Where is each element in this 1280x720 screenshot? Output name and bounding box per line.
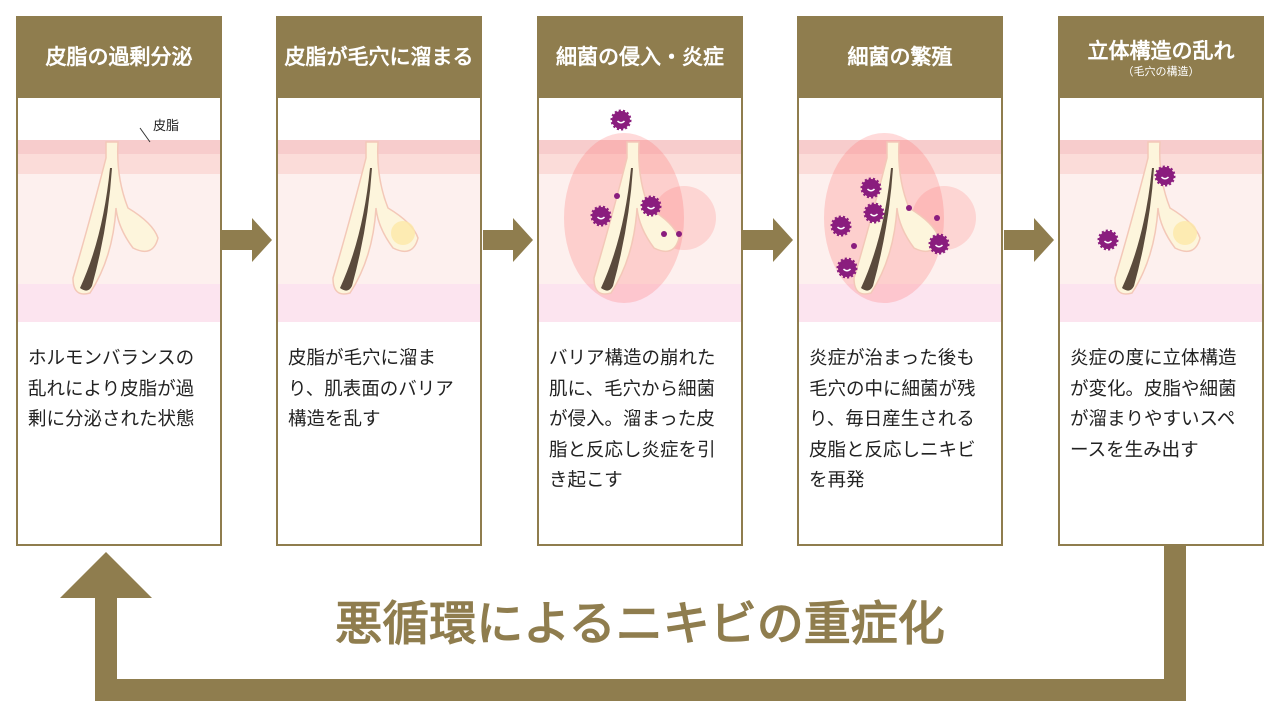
- next-arrow-icon: [222, 218, 272, 262]
- bacteria-icon: [640, 195, 662, 217]
- step-title: 細菌の侵入・炎症: [539, 18, 741, 98]
- next-arrow-icon: [1004, 218, 1054, 262]
- step-description: ホルモンバランスの乱れにより皮脂が過剰に分泌された状態: [28, 348, 195, 431]
- next-arrow-icon: [743, 218, 793, 262]
- bacteria-icon: [1097, 229, 1119, 251]
- bacteria-icon: [928, 233, 950, 255]
- next-arrow-icon: [483, 218, 533, 262]
- bacteria-icon: [1154, 165, 1176, 187]
- step-panel-3: 細菌の侵入・炎症 バリア構造の崩れた肌に、毛穴から細菌が侵入。溜まった皮脂と反応…: [537, 16, 743, 546]
- step-description: 炎症が治まった後も毛穴の中に細菌が残り、毎日産生される皮脂と反応しニキビを再発: [809, 348, 976, 492]
- bacteria-icon: [610, 109, 632, 131]
- bacteria-icon: [590, 205, 612, 227]
- bacteria-icon: [830, 215, 852, 237]
- step-description: バリア構造の崩れた肌に、毛穴から細菌が侵入。溜まった皮脂と反応し炎症を引き起こす: [549, 348, 716, 492]
- skin-pore-illustration: 皮脂: [18, 119, 220, 322]
- sebum-label: 皮脂: [153, 119, 179, 134]
- skin-pore-illustration: [278, 140, 480, 322]
- step-title: 皮脂が毛穴に溜まる: [278, 18, 480, 98]
- step-description: 炎症の度に立体構造が変化。皮脂や細菌が溜まりやすいスペースを生み出す: [1070, 348, 1237, 461]
- step-title: 皮脂の過剰分泌: [18, 18, 220, 98]
- step-panel-2: 皮脂が毛穴に溜まる 皮脂が毛穴に溜まり、肌表面のバリア構造を乱す: [276, 16, 482, 546]
- bacteria-icon: [836, 257, 858, 279]
- cycle-title: 悪循環によるニキビの重症化: [335, 597, 945, 652]
- skin-pore-illustration: [1060, 140, 1262, 322]
- step-title: 細菌の繁殖: [799, 18, 1001, 98]
- bacteria-icon: [860, 177, 882, 199]
- step-description: 皮脂が毛穴に溜まり、肌表面のバリア構造を乱す: [288, 348, 454, 431]
- step-panel-4: 細菌の繁殖 炎症が治まった後も毛穴の中に細菌が残り、毎日産生される皮脂と反応しニ…: [797, 16, 1003, 546]
- step-title: 立体構造の乱れ（毛穴の構造）: [1060, 18, 1262, 98]
- bacteria-icon: [863, 202, 885, 224]
- step-panel-5: 立体構造の乱れ（毛穴の構造） 炎症の度に立体構造が変化。皮脂や細菌が溜まりやすい…: [1058, 16, 1264, 546]
- step-panel-1: 皮脂の過剰分泌 皮脂 ホルモンバランスの乱れにより皮脂が過剰に分泌された状態: [16, 16, 222, 546]
- skin-pore-illustration: [799, 133, 1001, 322]
- skin-pore-illustration: [539, 109, 741, 322]
